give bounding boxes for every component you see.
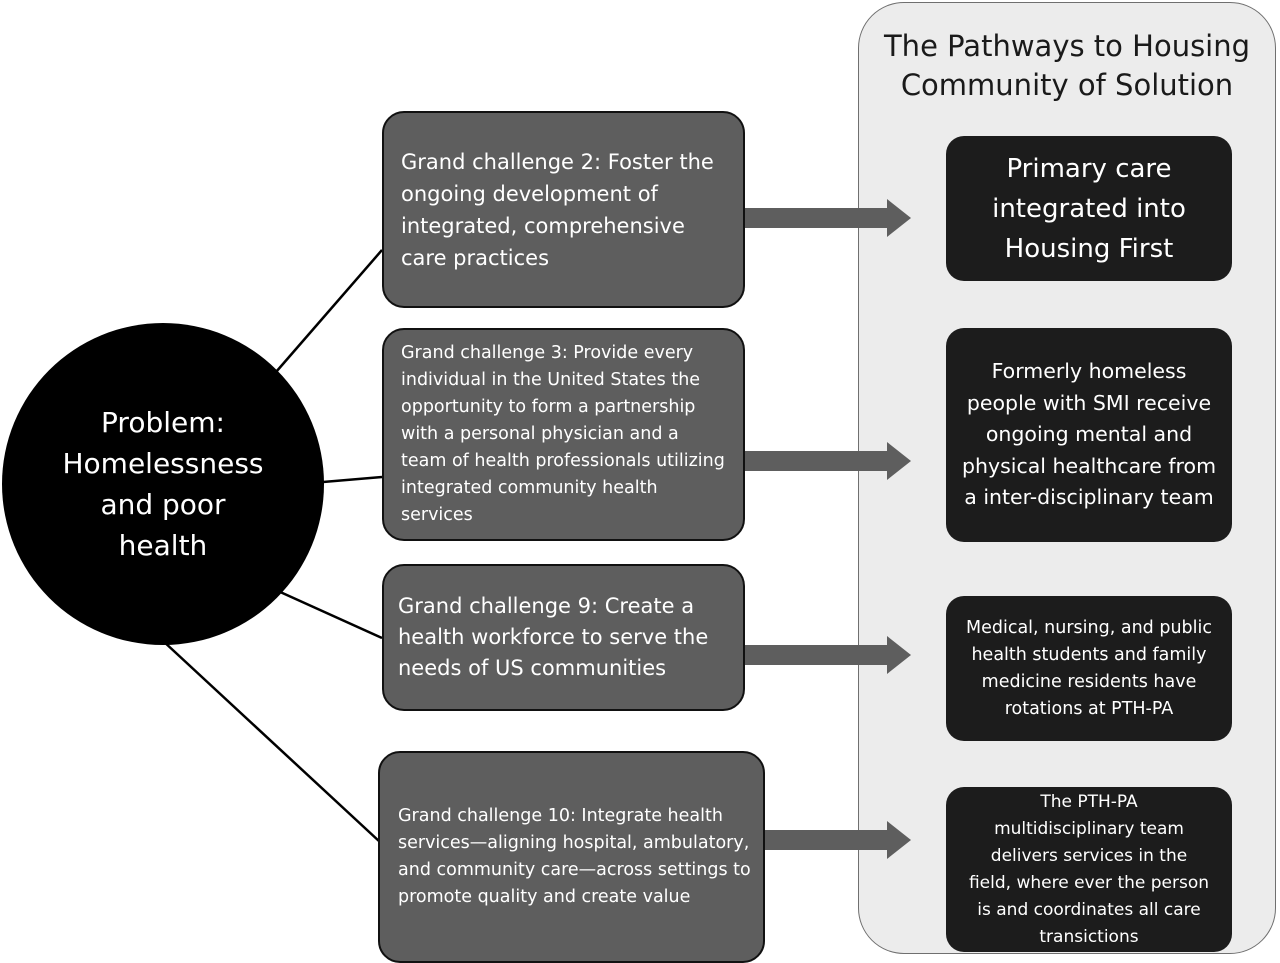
connector-line-challenge-2 <box>275 249 383 373</box>
challenge-box-2: Grand challenge 2: Foster the ongoing de… <box>382 111 745 308</box>
challenge-box-9: Grand challenge 9: Create a health workf… <box>382 564 745 711</box>
challenge-box-3: Grand challenge 3: Provide every individ… <box>382 328 745 541</box>
panel-title: The Pathways to Housing Community of Sol… <box>883 29 1251 102</box>
connector-line-challenge-9 <box>277 589 383 640</box>
outcome-box-field-services: The PTH-PA multidisciplinary team delive… <box>946 787 1232 952</box>
arrow-to-outcome-3 <box>745 636 911 674</box>
challenge-9-text: Grand challenge 9: Create a health workf… <box>398 594 709 680</box>
arrow-to-outcome-4 <box>765 821 911 859</box>
problem-label: Problem: Homelessness and poor health <box>62 406 264 562</box>
outcome-2-text: Formerly homeless people with SMI receiv… <box>961 359 1217 510</box>
connector-line-challenge-10 <box>161 639 381 843</box>
outcome-box-ongoing-healthcare: Formerly homeless people with SMI receiv… <box>946 328 1232 542</box>
problem-circle: Problem: Homelessness and poor health <box>2 323 324 645</box>
outcome-3-text: Medical, nursing, and public health stud… <box>966 617 1212 719</box>
outcome-box-student-rotations: Medical, nursing, and public health stud… <box>946 596 1232 741</box>
challenge-10-text: Grand challenge 10: Integrate health ser… <box>398 806 751 907</box>
arrow-to-outcome-1 <box>745 199 911 237</box>
challenge-3-text: Grand challenge 3: Provide every individ… <box>401 343 725 525</box>
connector-line-challenge-3 <box>322 475 383 484</box>
outcome-4-text: The PTH-PA multidisciplinary team delive… <box>968 791 1210 947</box>
challenge-2-text: Grand challenge 2: Foster the ongoing de… <box>401 149 714 270</box>
challenge-box-10: Grand challenge 10: Integrate health ser… <box>378 751 765 963</box>
arrow-to-outcome-2 <box>745 442 911 480</box>
outcome-1-text: Primary care integrated into Housing Fir… <box>992 153 1186 264</box>
outcome-box-primary-care: Primary care integrated into Housing Fir… <box>946 136 1232 281</box>
